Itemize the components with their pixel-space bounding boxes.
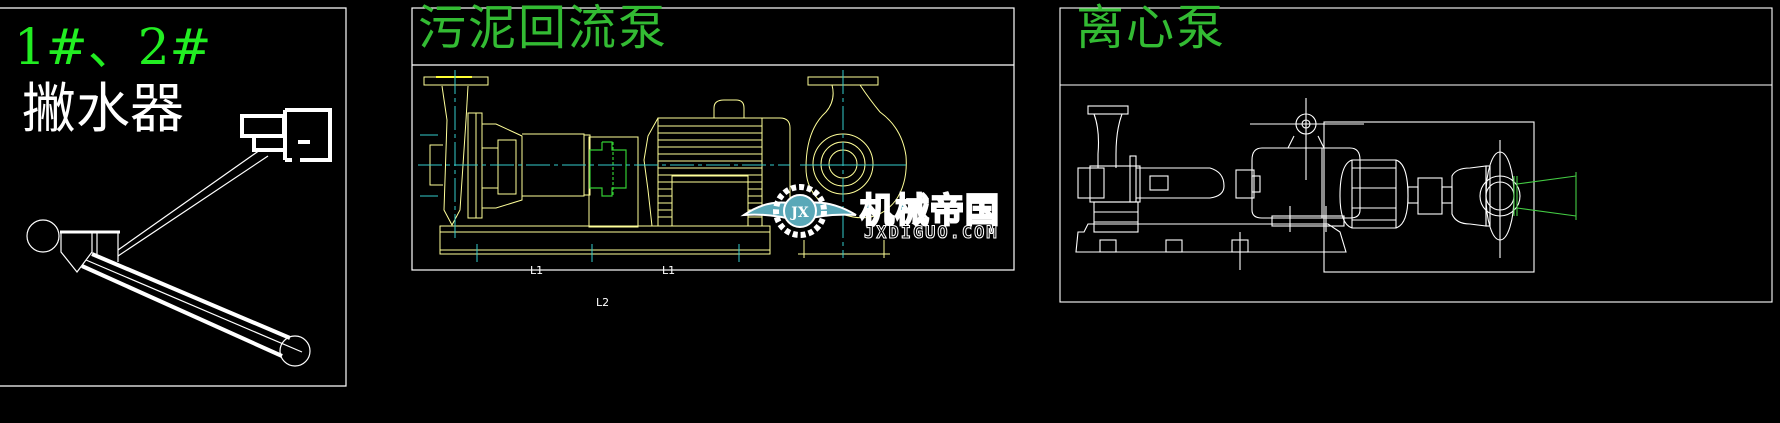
dimension-l1-right: L1 xyxy=(662,264,676,277)
centrifugal-pump-panel xyxy=(1059,7,1773,303)
watermark-logo: JX 机械帝国 JXDIGUO.COM xyxy=(740,175,1040,247)
dimension-l2: L2 xyxy=(596,296,610,309)
watermark-name: 机械帝国 xyxy=(859,190,1000,232)
sludge-pump-panel xyxy=(411,7,1015,271)
dimension-l1-left: L1 xyxy=(530,264,544,277)
sludge-return-pump-title: 污泥回流泵 xyxy=(418,0,669,56)
skimmer-panel xyxy=(0,7,347,387)
watermark-domain: JXDIGUO.COM xyxy=(864,223,999,244)
centrifugal-pump-title: 离心泵 xyxy=(1076,0,1227,56)
skimmer-number-label: 1#、2# xyxy=(14,18,212,76)
svg-text:JX: JX xyxy=(789,205,809,221)
gear-wings-icon: JX xyxy=(740,184,857,238)
skimmer-name-label: 撇水器 xyxy=(22,77,184,140)
